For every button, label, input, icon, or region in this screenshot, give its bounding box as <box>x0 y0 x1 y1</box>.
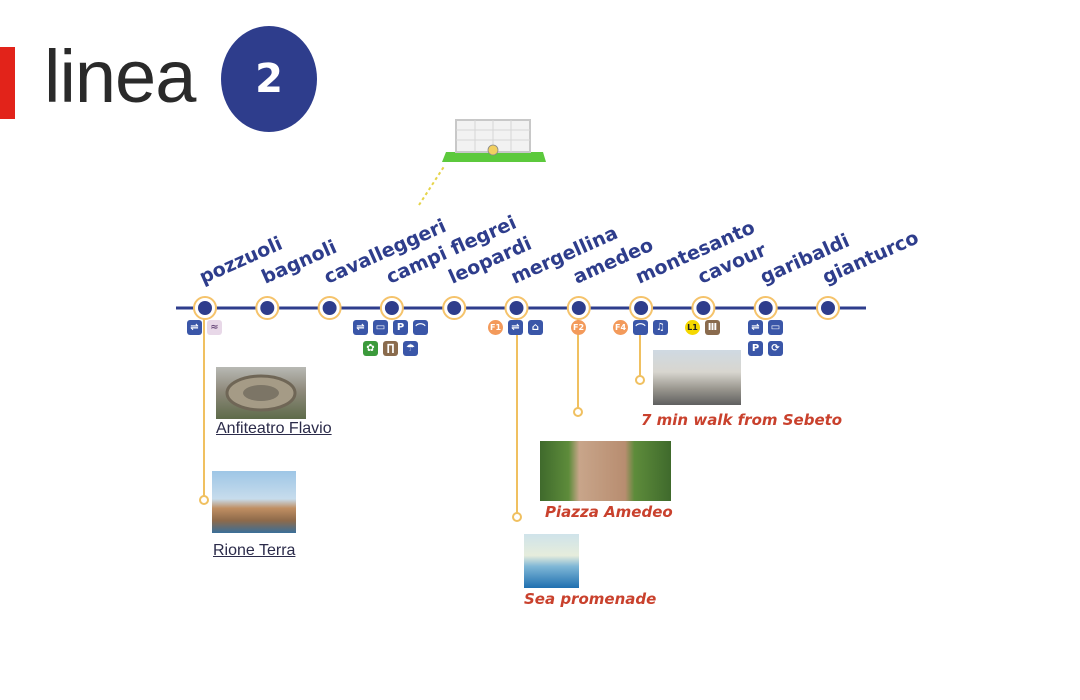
museum-columns-icon: Ⅲ <box>705 320 720 335</box>
parking-icon: P <box>393 320 408 335</box>
monument-icon: ∏ <box>383 341 398 356</box>
anfiteatro-photo <box>216 367 306 419</box>
museum-icon: ⌂ <box>528 320 543 335</box>
piazza-amedeo-photo <box>540 441 671 501</box>
line-number-badge: 2 <box>221 26 317 132</box>
logo-red-mark <box>0 47 15 119</box>
mergellina-connector-end <box>512 512 522 522</box>
station-dot[interactable] <box>384 301 399 315</box>
station-dot[interactable] <box>447 301 462 315</box>
bus-icon: ▭ <box>373 320 388 335</box>
train-icon: ⇌ <box>748 320 763 335</box>
train-icon: ⇌ <box>508 320 523 335</box>
station-dot[interactable] <box>198 301 212 315</box>
music-icon: ♫ <box>653 320 668 335</box>
station-dot[interactable] <box>821 301 835 315</box>
station-dot[interactable] <box>322 301 337 315</box>
rione-terra-link[interactable]: Rione Terra <box>213 542 296 559</box>
ferry-icon: ≈ <box>207 320 222 335</box>
theater-icon: ⌒ <box>633 320 648 335</box>
train-icon: ⇌ <box>187 320 202 335</box>
station-dot[interactable] <box>260 301 275 315</box>
sea-promenade-photo <box>524 534 579 588</box>
rione-terra-photo <box>212 471 296 533</box>
stadium-link <box>418 164 446 206</box>
amedeo-connector-end <box>573 407 583 417</box>
logo-linea-text: linea <box>44 35 196 118</box>
funicular-f2-badge: F2 <box>571 320 586 335</box>
station-dot[interactable] <box>634 301 649 315</box>
stadium-goal-icon <box>442 119 546 162</box>
airport-shuttle-icon: ⟳ <box>768 341 783 356</box>
funicular-f4-badge: F4 <box>613 320 628 335</box>
exhibition-icon: ⌒ <box>413 320 428 335</box>
metro-l1-badge: L1 <box>685 320 700 335</box>
parking-icon: P <box>748 341 763 356</box>
sea-promenade-label: Sea promenade <box>524 590 657 608</box>
sebeto-photo <box>653 350 741 405</box>
montesanto-connector-end <box>635 375 645 385</box>
anfiteatro-flavio-link[interactable]: Anfiteatro Flavio <box>216 420 332 437</box>
funicular-f1-badge: F1 <box>488 320 503 335</box>
station-dot[interactable] <box>509 301 524 315</box>
sport-icon: ✿ <box>363 341 378 356</box>
station-dot[interactable] <box>571 301 586 315</box>
station-dot[interactable] <box>758 301 773 315</box>
station-dot[interactable] <box>696 301 711 315</box>
sebeto-walk-label: 7 min walk from Sebeto <box>641 411 843 429</box>
pozzuoli-connector-end <box>199 495 209 505</box>
bus-icon: ▭ <box>768 320 783 335</box>
piazza-amedeo-label: Piazza Amedeo <box>545 503 673 521</box>
train-icon: ⇌ <box>353 320 368 335</box>
beach-icon: ☂ <box>403 341 418 356</box>
